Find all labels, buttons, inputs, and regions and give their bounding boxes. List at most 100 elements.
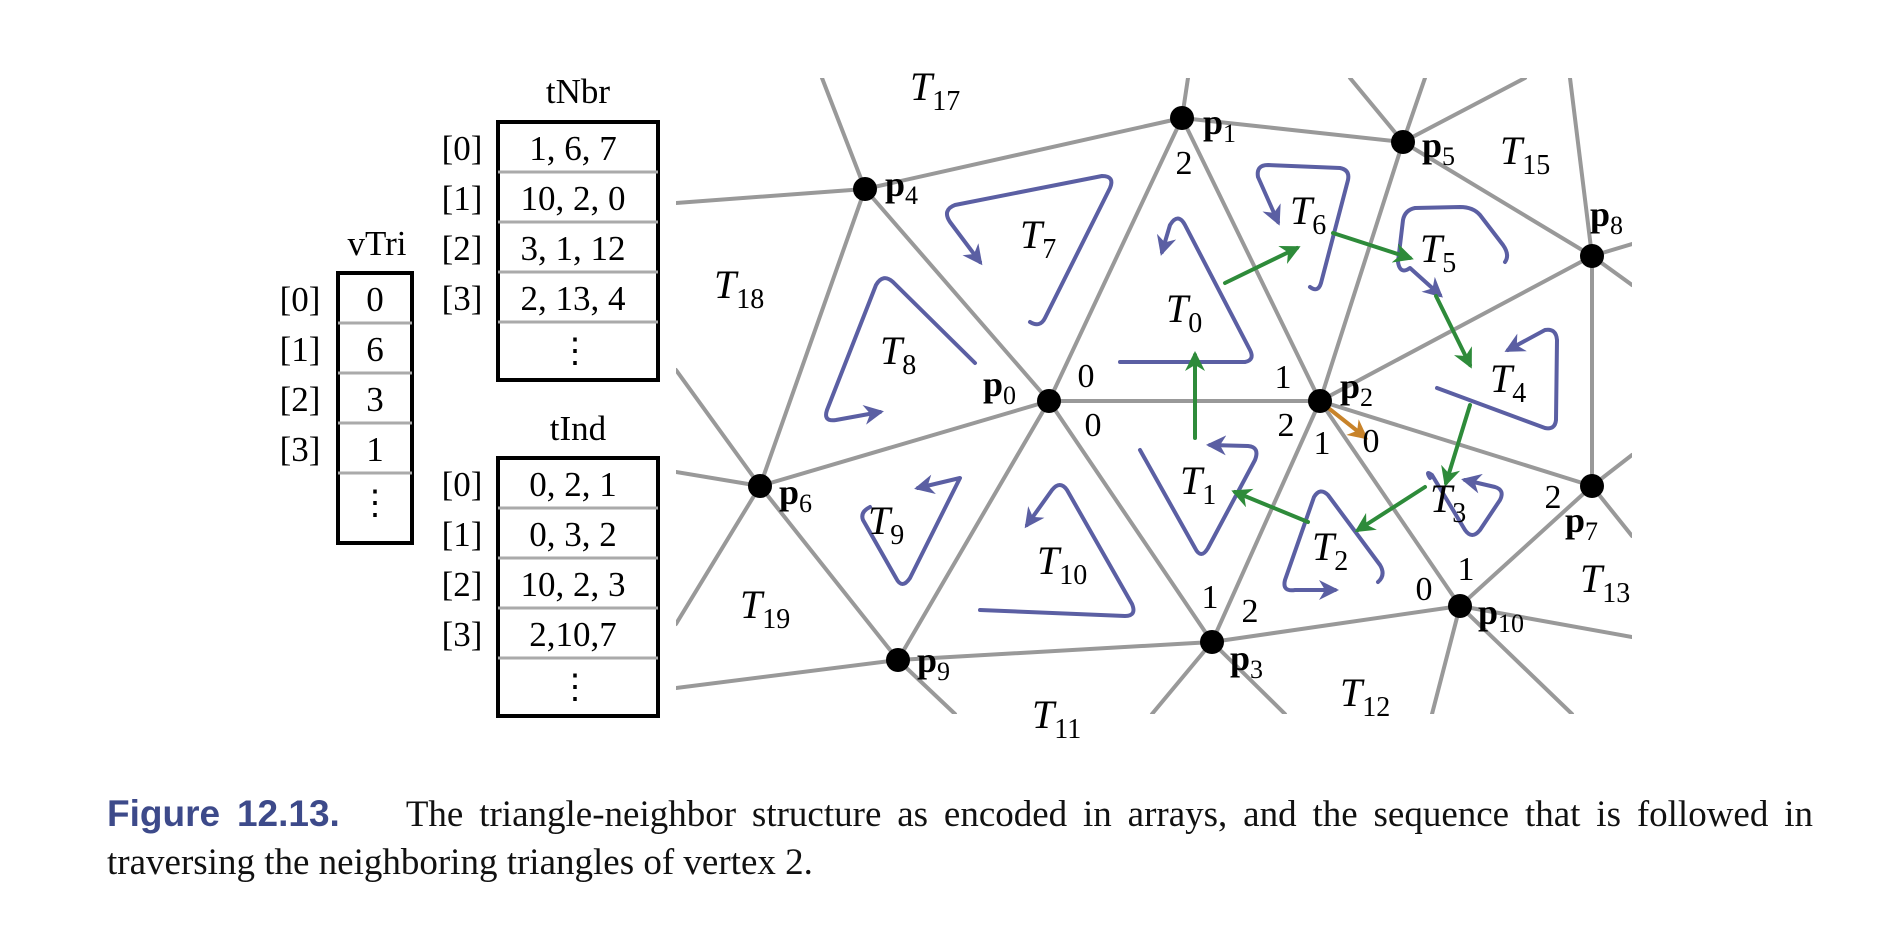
vertices [748,106,1604,672]
label-p10: p10 [1478,592,1524,638]
vTri-value-3: 1 [366,430,384,469]
corner-label: 0 [1085,407,1102,444]
traversal-T4-to-T3 [1441,403,1472,487]
label-T11: T11 [1032,692,1081,745]
label-T8: T8 [880,328,916,381]
vTri-index-1: [1] [280,330,321,369]
vertex-p7 [1580,474,1604,498]
vertex-p10 [1448,594,1472,618]
tInd-index-1: [1] [442,515,483,554]
label-T3: T3 [1430,476,1466,529]
label-T18: T18 [714,262,764,315]
vTri-value-1: 6 [366,330,384,369]
vertex-labels: p0 p1 p2 p3 p4 p5 p6 p7 p8 p9 p10 [779,102,1623,686]
label-T0: T0 [1166,286,1202,339]
tNbr-index-0: [0] [442,129,483,168]
label-T9: T9 [868,498,904,551]
label-T10: T10 [1037,538,1087,591]
label-T13: T13 [1580,556,1630,609]
tNbr-index-1: [1] [442,179,483,218]
tNbr-value-2: 3, 1, 12 [521,229,626,268]
tNbr-index-2: [2] [442,229,483,268]
orientation-T2 [1282,489,1385,600]
figure-caption: Figure 12.13.The triangle-neighbor struc… [107,790,1813,887]
label-T15: T15 [1500,128,1550,181]
vTri-index-0: [0] [280,280,321,319]
array-vTri: vTri [0] [1] [2] [3] 0 6 3 1 ⋮ [280,224,414,545]
label-p4: p4 [885,164,918,210]
label-p6: p6 [779,472,812,518]
vTri-box [336,271,414,545]
tInd-value-3: 2,10,7 [529,615,617,654]
vertex-p8 [1580,244,1604,268]
traversal-T3-to-T2 [1354,485,1427,533]
vTri-value-2: 3 [366,380,384,419]
mesh-edges [676,78,1632,714]
vertex-p5 [1391,130,1415,154]
array-tInd: tInd [0] [1] [2] [3] 0, 2, 1 0, 3, 2 10,… [442,409,660,718]
tNbr-ellipsis: ⋮ [558,333,592,370]
tInd-index-0: [0] [442,465,483,504]
tInd-index-2: [2] [442,565,483,604]
orientation-T10 [978,483,1136,618]
vertex-p4 [853,177,877,201]
orientation-T7 [944,174,1114,327]
vertex-p2 [1308,389,1332,413]
vTri-index-2: [2] [280,380,321,419]
traversal-arrows [1185,231,1472,533]
corner-label: 0 [1363,423,1380,460]
orientation-T3 [1425,471,1504,537]
tInd-box [496,456,660,718]
orientation-arrows [824,163,1559,618]
array-tNbr: tNbr [0] [1] [2] [3] 1, 6, 7 10, 2, 0 3,… [442,72,660,382]
vertex-p1 [1170,106,1194,130]
orientation-T8 [824,276,977,425]
label-p8: p8 [1590,194,1623,240]
vTri-title: vTri [347,224,406,263]
traversal-T6-to-T5 [1331,231,1414,263]
orientation-T5 [1396,205,1510,298]
tNbr-box [496,120,660,382]
figure-caption-label: Figure 12.13. [107,793,340,834]
traversal-T5-to-T4 [1434,294,1472,369]
corner-label: 2 [1545,479,1562,516]
tInd-value-1: 0, 3, 2 [529,515,617,554]
label-T17: T17 [910,64,960,117]
corner-label: 2 [1278,407,1295,444]
corner-label: 0 [1416,571,1433,608]
corner-label: 1 [1458,551,1475,588]
orientation-T0 [1118,216,1254,364]
label-p3: p3 [1230,638,1263,684]
traversal-T0-to-T6 [1223,246,1301,285]
label-p2: p2 [1340,366,1373,412]
tNbr-value-3: 2, 13, 4 [521,279,626,318]
tInd-ellipsis: ⋮ [558,669,592,706]
vertex-p3 [1200,630,1224,654]
label-p0: p0 [983,364,1016,410]
corner-label: 0 [1078,358,1095,395]
label-p7: p7 [1565,500,1598,546]
figure-caption-text: The triangle-neighbor structure as encod… [107,794,1813,883]
vTri-ellipsis: ⋮ [358,485,392,522]
tInd-index-3: [3] [442,615,483,654]
label-T19: T19 [740,582,790,635]
label-p9: p9 [917,640,950,686]
vertex-p9 [886,648,910,672]
tInd-value-0: 0, 2, 1 [529,465,617,504]
tNbr-value-0: 1, 6, 7 [529,129,617,168]
orientation-T6 [1255,163,1351,292]
corner-label: 2 [1242,593,1259,630]
label-p1: p1 [1203,102,1236,148]
label-T2: T2 [1312,524,1348,577]
tNbr-index-3: [3] [442,279,483,318]
corner-labels: 0 0 1 2 1 0 2 1 2 0 1 2 [1078,145,1562,630]
label-T5: T5 [1420,226,1456,279]
figure-illustration: vTri [0] [1] [2] [3] 0 6 3 1 ⋮ tNbr [0] … [280,64,1632,745]
label-p5: p5 [1422,125,1455,171]
label-T6: T6 [1290,188,1326,241]
label-T4: T4 [1490,356,1526,409]
tInd-title: tInd [550,409,607,448]
vertex-p0 [1037,389,1061,413]
tNbr-title: tNbr [546,72,611,111]
orientation-T9 [860,474,962,586]
